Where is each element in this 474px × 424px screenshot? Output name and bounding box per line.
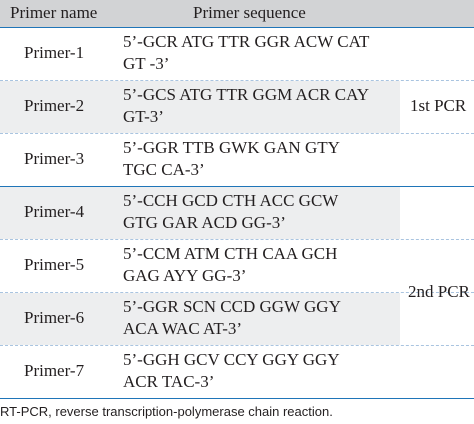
sequence-line: GT-3’ <box>123 107 164 126</box>
primer-name: Primer-5 <box>24 255 85 274</box>
sequence-line: GAG AYY GG-3’ <box>123 266 247 285</box>
sequence-line: 5’-GCR ATG TTR GGR ACW CAT <box>123 32 370 51</box>
primer-sequence: 5’-GGR SCN CCD GGW GGY ACA WAC AT-3’ <box>123 296 341 340</box>
primer-name: Primer-7 <box>24 361 85 380</box>
table-row: Primer-1 5’-GCR ATG TTR GGR ACW CAT GT -… <box>0 28 400 80</box>
sequence-line: 5’-GGR TTB GWK GAN GTY <box>123 138 340 157</box>
primer-name: Primer-3 <box>24 149 85 168</box>
row-divider <box>0 133 474 134</box>
sequence-line: GTG GAR ACD GG-3’ <box>123 213 286 232</box>
primer-name: Primer-1 <box>24 43 85 62</box>
row-divider <box>0 345 474 346</box>
header-primer-sequence: Primer sequence <box>193 3 306 22</box>
table-bottom-rule <box>0 398 474 399</box>
row-divider <box>0 80 474 81</box>
sequence-line: 5’-GCS ATG TTR GGM ACR CAY <box>123 85 370 104</box>
primer-sequence: 5’-GCS ATG TTR GGM ACR CAY GT-3’ <box>123 84 369 128</box>
sequence-line: ACR TAC-3’ <box>123 372 215 391</box>
table-row: Primer-3 5’-GGR TTB GWK GAN GTY TGC CA-3… <box>0 134 400 186</box>
primer-sequence: 5’-GGH GCV CCY GGY GGY ACR TAC-3’ <box>123 349 340 393</box>
table-row: Primer-5 5’-CCM ATM CTH CAA GCH GAG AYY … <box>0 240 400 292</box>
table-header: Primer name Primer sequence <box>0 0 474 28</box>
sequence-line: TGC CA-3’ <box>123 160 205 179</box>
sequence-line: 5’-CCM ATM CTH CAA GCH <box>123 244 338 263</box>
primer-name: Primer-2 <box>24 96 85 115</box>
primer-name: Primer-4 <box>24 202 85 221</box>
group-label-1st-pcr: 1st PCR <box>410 96 467 115</box>
primer-sequence: 5’-CCH GCD CTH ACC GCW GTG GAR ACD GG-3’ <box>123 190 338 234</box>
row-divider <box>0 239 474 240</box>
sequence-line: ACA WAC AT-3’ <box>123 319 243 338</box>
group-label-2nd-pcr: 2nd PCR <box>408 282 470 301</box>
sequence-line: 5’-GGR SCN CCD GGW GGY <box>123 297 341 316</box>
sequence-line: 5’-CCH GCD CTH ACC GCW <box>123 191 339 210</box>
header-primer-name: Primer name <box>10 3 98 22</box>
primer-name: Primer-6 <box>24 308 85 327</box>
primer-table: Primer name Primer sequence Primer-1 5’-… <box>0 0 474 399</box>
table-row: Primer-2 5’-GCS ATG TTR GGM ACR CAY GT-3… <box>0 81 400 133</box>
primer-sequence: 5’-GGR TTB GWK GAN GTY TGC CA-3’ <box>123 137 340 181</box>
sequence-line: GT -3’ <box>123 54 170 73</box>
table-row: Primer-4 5’-CCH GCD CTH ACC GCW GTG GAR … <box>0 187 400 239</box>
table-row: Primer-7 5’-GGH GCV CCY GGY GGY ACR TAC-… <box>0 346 400 398</box>
row-divider <box>0 292 474 293</box>
table-row: Primer-6 5’-GGR SCN CCD GGW GGY ACA WAC … <box>0 293 400 345</box>
sequence-line: 5’-GGH GCV CCY GGY GGY <box>123 350 340 369</box>
primer-sequence: 5’-GCR ATG TTR GGR ACW CAT GT -3’ <box>123 31 369 75</box>
group-divider <box>0 186 474 187</box>
table-footnote: RT-PCR, reverse transcription-polymerase… <box>0 404 333 419</box>
primer-sequence: 5’-CCM ATM CTH CAA GCH GAG AYY GG-3’ <box>123 243 337 287</box>
